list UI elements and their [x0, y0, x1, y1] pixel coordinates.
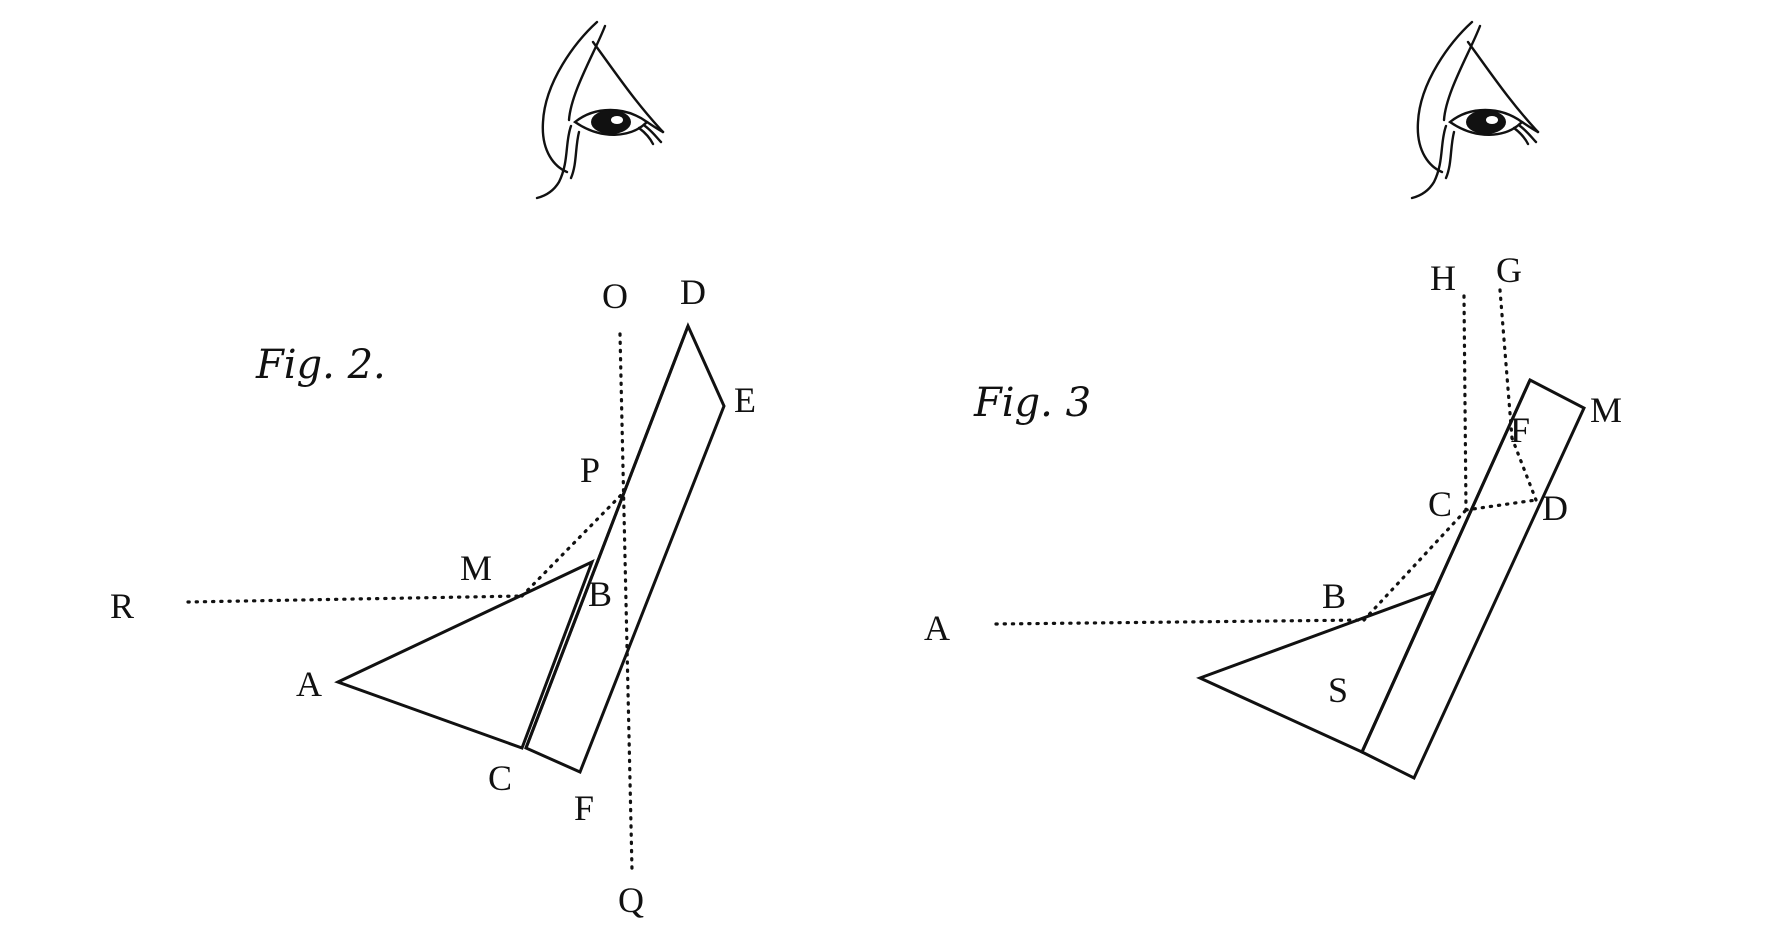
ray-C-D — [1464, 498, 1538, 512]
ray-A-B — [994, 618, 1366, 626]
point-M: M — [1590, 390, 1622, 430]
eye-icon — [535, 20, 665, 200]
point-S: S — [1328, 670, 1348, 710]
glass-plate — [1360, 377, 1586, 781]
ray-G-F — [1498, 288, 1514, 440]
point-C: C — [1428, 484, 1452, 524]
point-H: H — [1430, 258, 1456, 298]
point-E: E — [734, 380, 756, 420]
prism-triangle — [334, 559, 595, 750]
point-P: P — [580, 450, 600, 490]
figure-2: Fig. 2. O D E P M R B A C F Q — [110, 20, 756, 920]
figure-3-caption: Fig. 3 — [973, 380, 1091, 426]
point-C: C — [488, 758, 512, 798]
ray-B-C — [1362, 508, 1468, 622]
point-Q: Q — [618, 880, 644, 920]
point-R: R — [110, 586, 134, 626]
ray-M-P — [520, 490, 626, 598]
point-O: O — [602, 276, 628, 316]
point-B: B — [1322, 576, 1346, 616]
figure-3: Fig. 3 H G F M C D B A S — [924, 20, 1622, 781]
point-A: A — [296, 664, 322, 704]
glass-plate-edge — [524, 325, 690, 749]
point-D: D — [1542, 488, 1568, 528]
ray-O-Q — [618, 332, 634, 872]
point-A: A — [924, 608, 950, 648]
point-G: G — [1496, 250, 1522, 290]
ray-H-C — [1462, 294, 1468, 512]
ray-R-M — [186, 594, 524, 604]
ray-D-F — [1510, 436, 1538, 502]
point-B: B — [588, 574, 612, 614]
point-F: F — [1510, 410, 1530, 450]
point-F: F — [574, 788, 594, 828]
figure-2-caption: Fig. 2. — [255, 342, 386, 388]
point-D: D — [680, 272, 706, 312]
eye-icon — [1410, 20, 1540, 200]
glass-plate-edge — [1360, 379, 1532, 753]
point-M: M — [460, 548, 492, 588]
